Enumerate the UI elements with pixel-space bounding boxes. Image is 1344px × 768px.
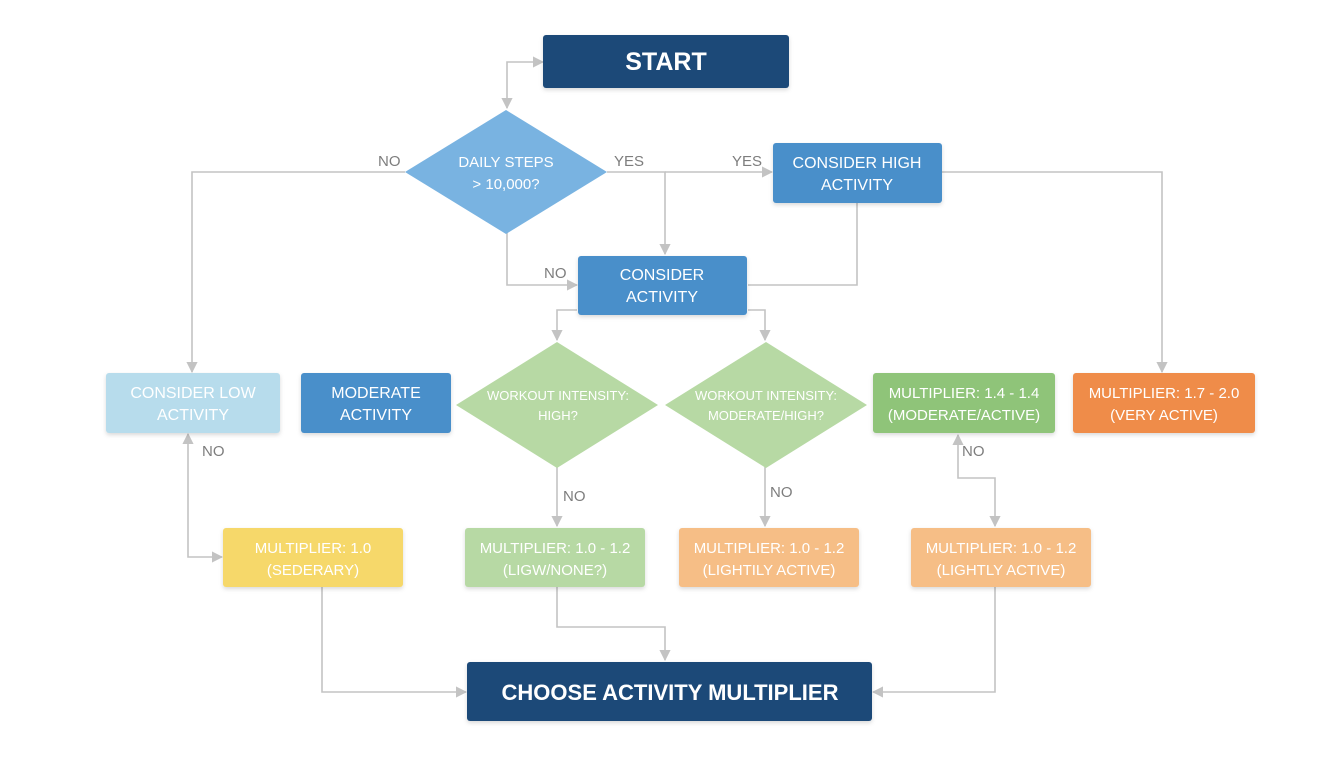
edge-start-to-daily-steps — [501, 56, 545, 110]
consider-high-line1: CONSIDER HIGH — [793, 155, 922, 172]
consider-activity-box — [578, 256, 747, 315]
start-box — [543, 35, 789, 88]
multiplier-low-none-node: MULTIPLIER: 1.0 - 1.2 (LIGW/NONE?) — [465, 528, 645, 587]
multiplier-sedentary-box — [223, 528, 403, 587]
choose-activity-multiplier-label: CHOOSE ACTIVITY MULTIPLIER — [502, 680, 839, 705]
consider-low-line2: ACTIVITY — [157, 407, 229, 424]
start-label: START — [625, 48, 706, 76]
edge-lightly-active-to-choose — [871, 587, 996, 698]
intensity-mod-high-decision: WORKOUT INTENSITY: MODERATE/HIGH? — [665, 342, 867, 468]
multiplier-moderate-active-box — [873, 373, 1055, 433]
edge-label-no-down: NO — [544, 265, 567, 282]
consider-high-activity-node: CONSIDER HIGH ACTIVITY — [773, 143, 942, 203]
edge-consider-high-to-consider-activity — [748, 203, 858, 286]
multiplier-sedentary-line1: MULTIPLIER: 1.0 — [255, 540, 371, 557]
multiplier-low-none-line1: MULTIPLIER: 1.0 - 1.2 — [480, 540, 631, 557]
intensity-high-diamond — [456, 342, 658, 468]
consider-high-box — [773, 143, 942, 203]
multiplier-lightly-active-1-node: MULTIPLIER: 1.0 - 1.2 (LIGHTILY ACTIVE) — [679, 528, 859, 587]
daily-steps-diamond — [405, 110, 607, 234]
intensity-high-decision: WORKOUT INTENSITY: HIGH? — [456, 342, 658, 468]
multiplier-very-active-box — [1073, 373, 1255, 433]
multiplier-lightly-active-1-box — [679, 528, 859, 587]
edge-label-no-low: NO — [202, 443, 225, 460]
multiplier-lightly-active-1-line2: (LIGHTILY ACTIVE) — [703, 562, 836, 579]
daily-steps-decision: DAILY STEPS > 10,000? — [405, 110, 607, 234]
consider-activity-line2: ACTIVITY — [626, 289, 698, 306]
edge-label-yes-right: YES — [614, 153, 644, 170]
multiplier-very-active-line1: MULTIPLIER: 1.7 - 2.0 — [1089, 385, 1240, 402]
daily-steps-line1: DAILY STEPS — [458, 154, 553, 171]
moderate-activity-node: MODERATE ACTIVITY — [301, 373, 451, 433]
edge-sedentary-to-choose — [321, 587, 468, 698]
multiplier-moderate-active-line1: MULTIPLIER: 1.4 - 1.4 — [889, 385, 1040, 402]
consider-low-box — [106, 373, 280, 433]
edge-label-no-moderate-active: NO — [962, 443, 985, 460]
edge-consider-high-to-very-active — [942, 171, 1168, 374]
intensity-high-line2: HIGH? — [538, 408, 578, 423]
edge-label-no-intensity-mod: NO — [770, 484, 793, 501]
multiplier-very-active-node: MULTIPLIER: 1.7 - 2.0 (VERY ACTIVE) — [1073, 373, 1255, 433]
moderate-activity-line1: MODERATE — [331, 385, 420, 402]
consider-activity-line1: CONSIDER — [620, 267, 704, 284]
edge-moderate-active-to-lightly-active — [952, 433, 1001, 528]
edge-label-no-left: NO — [378, 153, 401, 170]
multiplier-moderate-active-line2: (MODERATE/ACTIVE) — [888, 407, 1040, 424]
multiplier-lightly-active-2-box — [911, 528, 1091, 587]
multiplier-sedentary-line2: (SEDERARY) — [267, 562, 359, 579]
connector-lines — [182, 56, 1168, 698]
edge-low-none-to-choose — [556, 587, 671, 662]
intensity-mod-high-diamond — [665, 342, 867, 468]
multiplier-sedentary-node: MULTIPLIER: 1.0 (SEDERARY) — [223, 528, 403, 587]
consider-high-line2: ACTIVITY — [821, 177, 893, 194]
intensity-mod-high-line2: MODERATE/HIGH? — [708, 408, 824, 423]
multiplier-low-none-line2: (LIGW/NONE?) — [503, 562, 607, 579]
choose-activity-multiplier-box — [467, 662, 872, 721]
edge-consider-low-to-sedentary — [182, 432, 224, 563]
edge-consider-activity-to-intensity-mod — [748, 309, 771, 342]
consider-low-activity-node: CONSIDER LOW ACTIVITY — [106, 373, 280, 433]
multiplier-lightly-active-2-line2: (LIGHTLY ACTIVE) — [937, 562, 1066, 579]
start-node: START — [543, 35, 789, 88]
choose-activity-multiplier-node: CHOOSE ACTIVITY MULTIPLIER — [467, 662, 872, 721]
moderate-activity-box — [301, 373, 451, 433]
intensity-high-line1: WORKOUT INTENSITY: — [487, 388, 629, 403]
consider-low-line1: CONSIDER LOW — [130, 385, 256, 402]
multiplier-moderate-active-node: MULTIPLIER: 1.4 - 1.4 (MODERATE/ACTIVE) — [873, 373, 1055, 433]
edge-label-no-intensity-high: NO — [563, 488, 586, 505]
consider-activity-node: CONSIDER ACTIVITY — [578, 256, 747, 315]
multiplier-lightly-active-2-node: MULTIPLIER: 1.0 - 1.2 (LIGHTLY ACTIVE) — [911, 528, 1091, 587]
edge-daily-steps-yes — [607, 171, 671, 256]
multiplier-very-active-line2: (VERY ACTIVE) — [1110, 407, 1218, 424]
edge-daily-steps-no-to-consider-activity — [506, 232, 579, 291]
edge-daily-steps-no-to-consider-low — [186, 171, 405, 374]
moderate-activity-line2: ACTIVITY — [340, 407, 412, 424]
multiplier-lightly-active-1-line1: MULTIPLIER: 1.0 - 1.2 — [694, 540, 845, 557]
edge-consider-activity-to-intensity-high — [551, 309, 577, 342]
multiplier-low-none-box — [465, 528, 645, 587]
multiplier-lightly-active-2-line1: MULTIPLIER: 1.0 - 1.2 — [926, 540, 1077, 557]
intensity-mod-high-line1: WORKOUT INTENSITY: — [695, 388, 837, 403]
daily-steps-line2: > 10,000? — [472, 176, 539, 193]
edge-label-yes-to-high: YES — [732, 153, 762, 170]
